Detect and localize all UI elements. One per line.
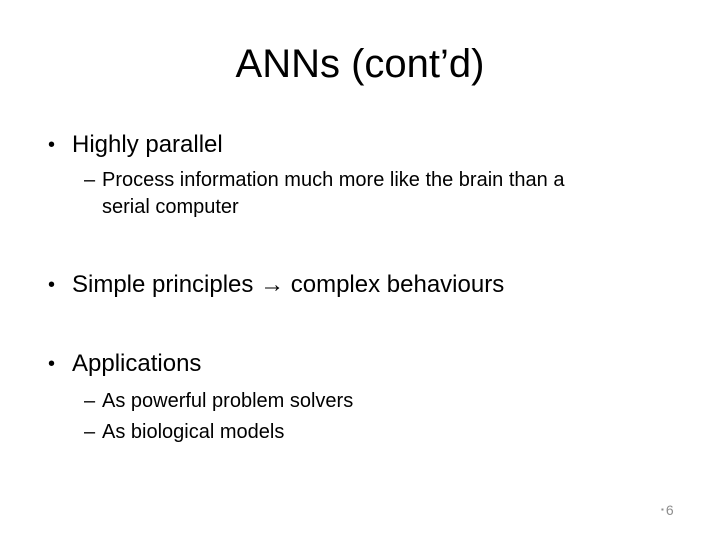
page-number: 6 [665, 502, 674, 518]
sub-bullet-group-brain: – Process information much more like the… [84, 167, 674, 225]
sub-bullet-marker: – [84, 421, 96, 443]
sub-bullet-text: Process information much more like the b… [102, 167, 564, 221]
sub-bullet-group-applications: – As powerful problem solvers – As biolo… [84, 388, 674, 450]
bullet-marker: • [48, 134, 56, 156]
bullet-item-simple-principles: • Simple principles → complex behaviours [48, 270, 504, 300]
sub-bullet-item: – As biological models [84, 419, 674, 446]
sub-bullet-line: As powerful problem solvers [102, 390, 354, 412]
bullet-item-highly-parallel: • Highly parallel [48, 130, 223, 160]
bullet-marker: • [48, 353, 56, 375]
bullet-item-applications: • Applications [48, 349, 201, 379]
sub-bullet-item: – As powerful problem solvers [84, 388, 674, 415]
bullet-marker: • [48, 274, 56, 296]
sub-bullet-line: Process information much more like the b… [102, 169, 565, 191]
sub-bullet-line: serial computer [102, 196, 239, 218]
bullet-text: Applications [72, 350, 202, 377]
bullet-text: Simple principles → complex behaviours [72, 271, 505, 298]
sub-bullet-line: As biological models [102, 421, 285, 443]
sub-bullet-marker: – [84, 169, 96, 191]
sub-bullet-marker: – [84, 390, 96, 412]
sub-bullet-item: – Process information much more like the… [84, 167, 674, 221]
page-title: ANNs (cont’d) [235, 42, 485, 86]
page-footer: ▪ 6 [661, 502, 674, 518]
page-number-bullet-icon: ▪ [661, 505, 664, 514]
bullet-text: Highly parallel [72, 131, 223, 158]
